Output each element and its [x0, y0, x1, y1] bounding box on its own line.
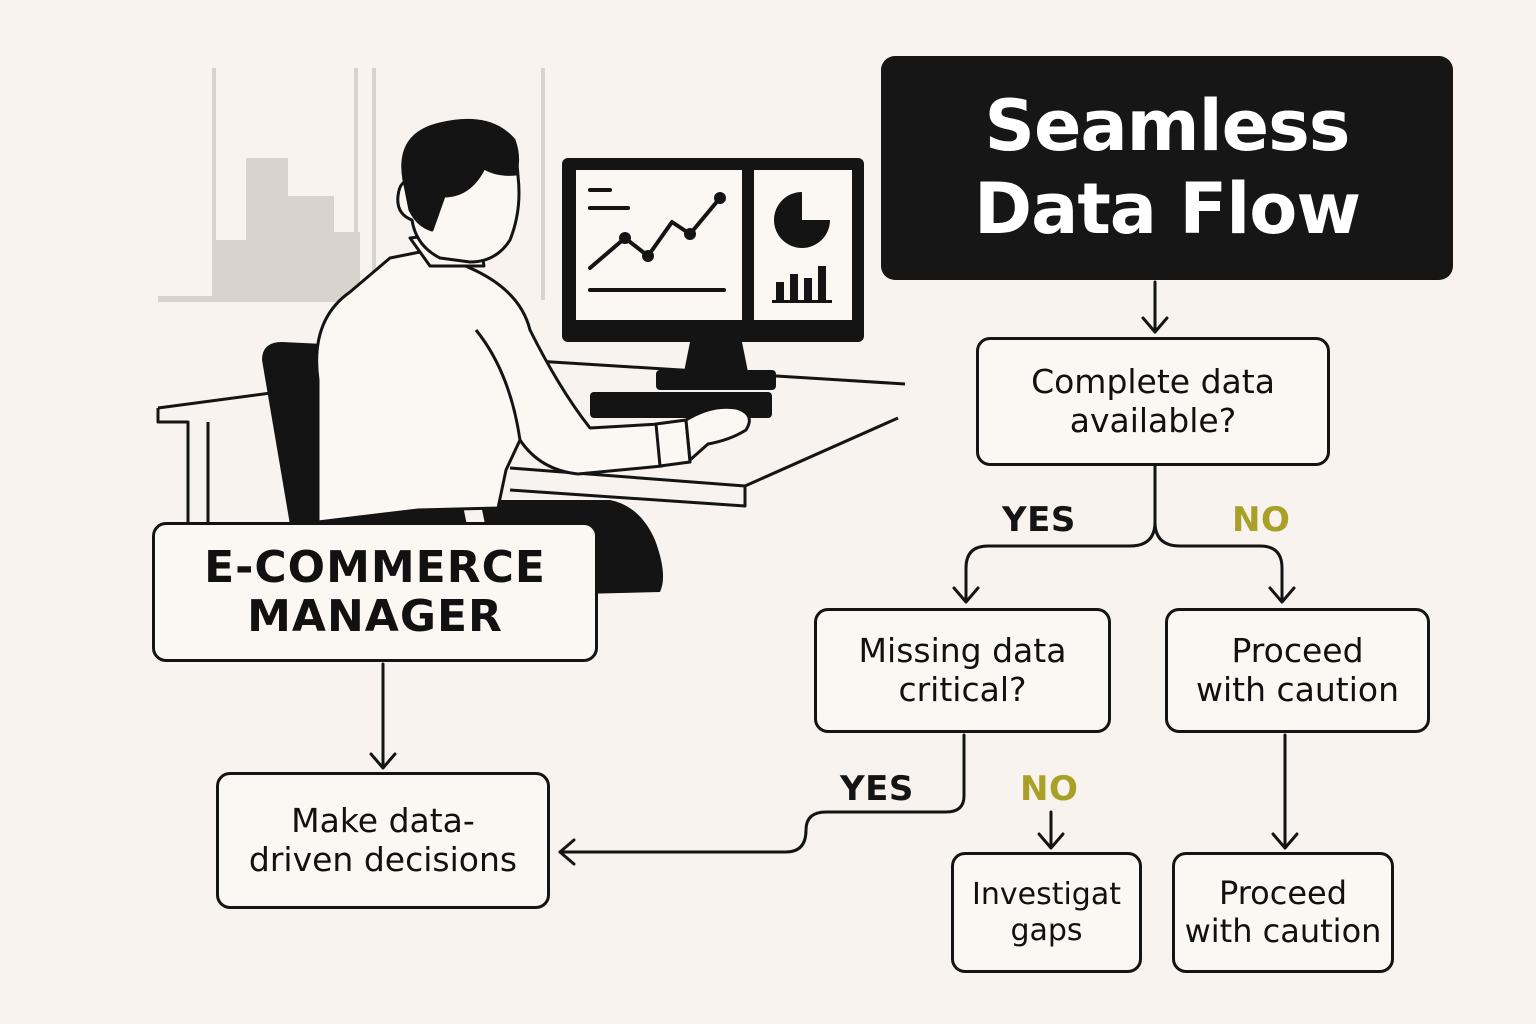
diagram-title: Seamless Data Flow: [881, 56, 1453, 280]
node-complete-data: Complete data available?: [976, 337, 1330, 466]
edge-label-complete-no: NO: [1232, 500, 1291, 540]
edge-label-complete-yes: YES: [1002, 500, 1076, 540]
node-missing-data: Missing data critical?: [814, 608, 1111, 733]
edge-label-missing-no: NO: [1020, 769, 1079, 809]
edge-label-missing-yes: YES: [840, 769, 914, 809]
line-chart-icon: [588, 188, 726, 292]
bar-chart-icon: [772, 266, 832, 303]
role-box: E-COMMERCE MANAGER: [152, 522, 598, 662]
node-investigate-gaps: Investigat gaps: [951, 852, 1142, 973]
window-background-icon: [158, 68, 545, 302]
person-icon: [315, 118, 751, 524]
connector-complete-split: [964, 464, 1157, 602]
flow-connectors: [369, 280, 1299, 866]
node-proceed-caution-2: Proceed with caution: [1172, 852, 1394, 973]
node-proceed-caution-1: Proceed with caution: [1165, 608, 1430, 733]
pie-chart-icon: [774, 190, 832, 248]
node-make-decisions: Make data- driven decisions: [216, 772, 550, 909]
connector-missing-to-decide: [558, 733, 966, 854]
